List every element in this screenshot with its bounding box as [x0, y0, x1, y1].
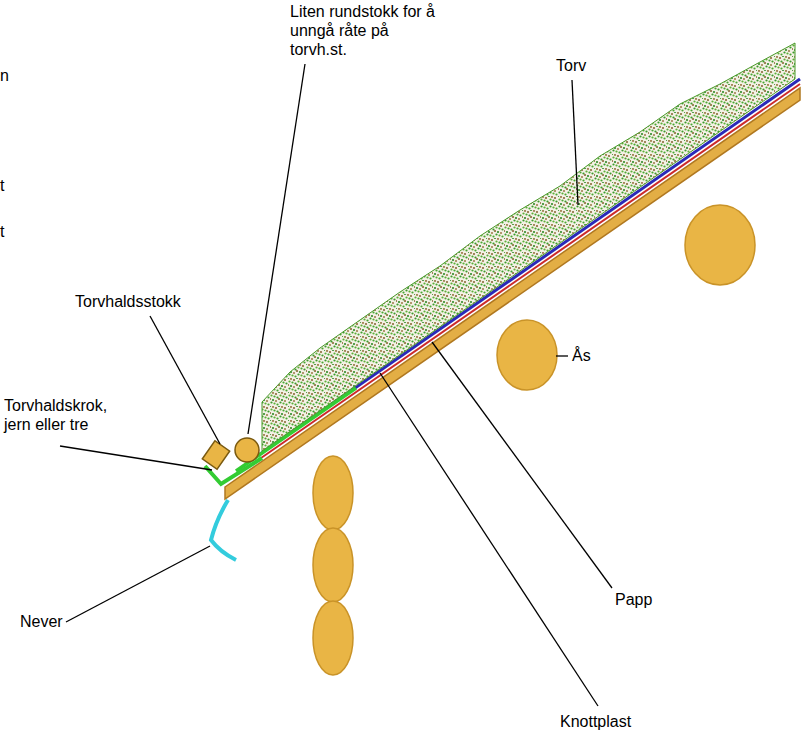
callout-label: Knottplast — [560, 712, 631, 731]
wall-log — [313, 528, 353, 602]
leader-line — [556, 355, 568, 356]
leader-line — [380, 373, 598, 706]
callout-label: Never — [20, 612, 63, 631]
small-log — [235, 438, 259, 462]
leader-line — [432, 342, 612, 588]
purlin — [685, 205, 755, 285]
callout-label: Liten rundstokk for å unngå råte på torv… — [290, 2, 450, 60]
sod-layer — [262, 43, 795, 451]
papp-layer — [238, 84, 800, 474]
edge-fragment: n — [0, 66, 9, 85]
leader-line — [66, 546, 210, 622]
wall-log — [313, 456, 353, 530]
callout-label: Torv — [556, 56, 586, 75]
leader-line — [150, 316, 220, 444]
callout-label: Ås — [572, 346, 591, 365]
leader-line — [572, 80, 578, 205]
edge-fragment: t — [0, 176, 4, 195]
callout-label: Torvhaldsstokk — [75, 292, 181, 311]
birch-bark — [211, 500, 236, 560]
callout-label: Torvhaldskrok, jern eller tre — [4, 396, 134, 434]
leader-line — [60, 446, 212, 470]
edge-fragment: t — [0, 222, 4, 241]
callout-label: Papp — [615, 590, 652, 609]
roof-board — [225, 88, 800, 499]
purlin — [497, 320, 557, 390]
turf-hook — [205, 458, 262, 484]
wall-log — [313, 601, 353, 675]
leader-line — [248, 64, 305, 434]
